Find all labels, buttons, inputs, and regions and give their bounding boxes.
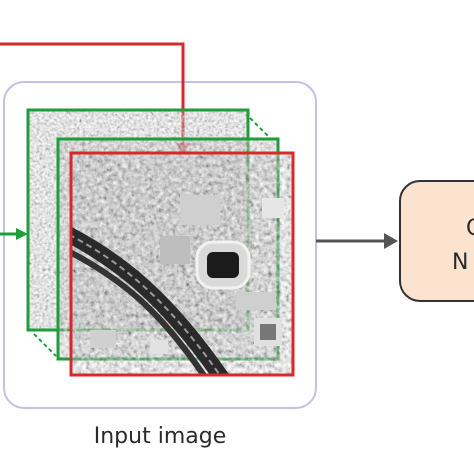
- network-label-line2: N: [452, 250, 469, 275]
- green-arrowhead: [16, 228, 28, 240]
- network-box: [399, 180, 474, 302]
- gray-arrowhead: [384, 233, 398, 249]
- input-image-label: Input image: [93, 424, 227, 449]
- depth-line-bottom: [33, 333, 57, 357]
- band-image-front: [69, 151, 295, 377]
- network-label-line1: C: [466, 216, 474, 241]
- depth-line-top: [249, 117, 273, 141]
